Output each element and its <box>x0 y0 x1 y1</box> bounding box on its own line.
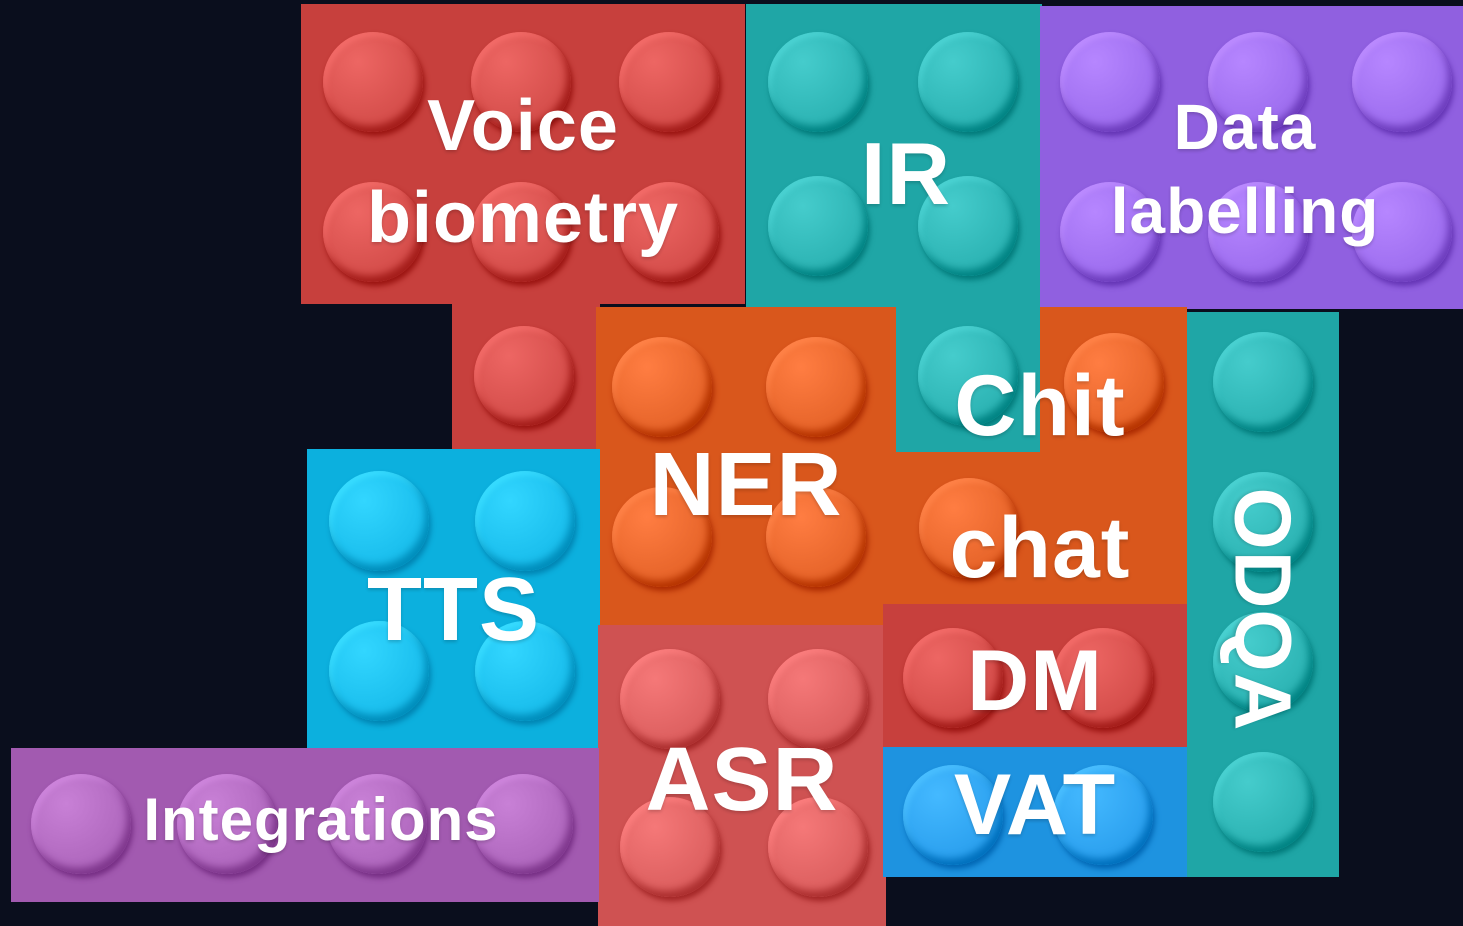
chit-chat-label-line1: Chit <box>954 358 1126 454</box>
tts-label: TTS <box>367 560 540 660</box>
chit-chat-label-line2: chat <box>949 500 1131 596</box>
data-labelling-label: Data labelling <box>1040 85 1450 253</box>
voice-biometry-label-line2: biometry <box>366 178 680 258</box>
brick-stud <box>475 471 575 571</box>
brick-studs <box>452 300 600 452</box>
dm-label: DM <box>967 633 1103 729</box>
integrations-label: Integrations <box>143 786 499 853</box>
brick-stud <box>766 337 866 437</box>
ner-label: NER <box>649 435 843 535</box>
brick-stud <box>768 32 868 132</box>
brick-stud <box>329 471 429 571</box>
brick-stud <box>1213 332 1313 432</box>
ir-label: IR <box>861 124 951 223</box>
brick-stud <box>918 32 1018 132</box>
brick-stud <box>1213 752 1313 852</box>
vat-label: VAT <box>953 757 1117 853</box>
brick-stud <box>474 326 574 426</box>
asr-label: ASR <box>645 730 839 830</box>
odqa-label: ODQA <box>1218 487 1308 732</box>
voice-biometry-label-line1: Voice <box>427 86 619 166</box>
data-labelling-label-line1: Data <box>1173 91 1317 163</box>
data-labelling-label-line2: labelling <box>1110 175 1380 247</box>
voice-biometry-label: Voice biometry <box>301 80 745 264</box>
voice-biometry-brick-stem <box>452 300 600 452</box>
chit-chat-label: Chit chat <box>895 335 1185 619</box>
brick-stud <box>612 337 712 437</box>
